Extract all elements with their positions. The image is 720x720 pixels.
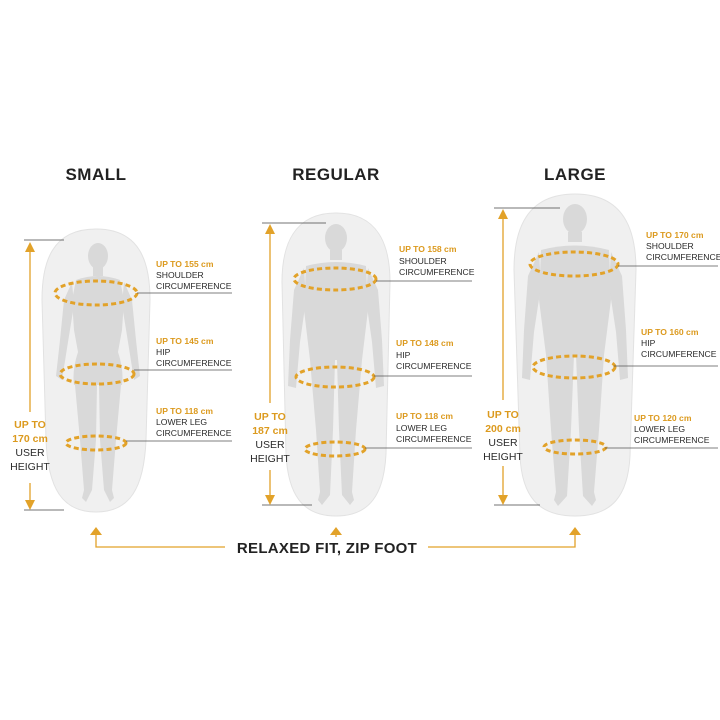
size-column-large: LARGE UP TO 200 cm USER HEIGHT UP TO 170… bbox=[483, 165, 720, 517]
silhouette-male-regular bbox=[288, 224, 384, 505]
hip-label-2-small: CIRCUMFERENCE bbox=[156, 358, 232, 368]
hip-ring-large bbox=[531, 354, 617, 380]
size-title-small: SMALL bbox=[65, 165, 126, 184]
hip-ring-regular bbox=[294, 365, 376, 389]
size-column-small: SMALL UP TO 170 cm USER HEIGHT UP TO 155… bbox=[10, 165, 232, 513]
shoulder-label-1-small: SHOULDER bbox=[156, 270, 204, 280]
height-arrow-down-small bbox=[25, 500, 35, 510]
hip-value-small: UP TO 145 cm bbox=[156, 336, 214, 346]
fit-label: RELAXED FIT, ZIP FOOT bbox=[237, 540, 417, 557]
height-arrow-up-large bbox=[498, 209, 508, 219]
shoulder-value-regular: UP TO 158 cm bbox=[399, 244, 457, 254]
height-label-4-small: HEIGHT bbox=[10, 461, 50, 473]
bracket-arrow-regular bbox=[330, 527, 342, 535]
height-label-3-small: USER bbox=[15, 447, 45, 459]
shoulder-value-large: UP TO 170 cm bbox=[646, 230, 704, 240]
hip-label-1-large: HIP bbox=[641, 338, 656, 348]
silhouette-male-large bbox=[522, 204, 628, 506]
height-arrow-down-large bbox=[498, 495, 508, 505]
hip-label-1-regular: HIP bbox=[396, 350, 411, 360]
height-label-2-small: 170 cm bbox=[12, 433, 48, 445]
bracket-left bbox=[95, 532, 225, 548]
fit-bracket: RELAXED FIT, ZIP FOOT bbox=[90, 527, 581, 557]
height-label-2-regular: 187 cm bbox=[252, 425, 288, 437]
leg-ring-regular bbox=[303, 440, 367, 458]
hip-value-regular: UP TO 148 cm bbox=[396, 338, 454, 348]
leg-label-2-small: CIRCUMFERENCE bbox=[156, 428, 232, 438]
height-label-3-regular: USER bbox=[255, 439, 285, 451]
height-label-3-large: USER bbox=[488, 437, 518, 449]
leg-label-1-regular: LOWER LEG bbox=[396, 423, 447, 433]
hip-label-2-regular: CIRCUMFERENCE bbox=[396, 361, 472, 371]
leg-label-1-small: LOWER LEG bbox=[156, 417, 207, 427]
hip-ring-small bbox=[58, 362, 136, 386]
height-label-2-large: 200 cm bbox=[485, 423, 521, 435]
bracket-arrow-large bbox=[569, 527, 581, 535]
height-label-4-large: HEIGHT bbox=[483, 451, 523, 463]
leg-value-regular: UP TO 118 cm bbox=[396, 411, 453, 421]
hip-label-2-large: CIRCUMFERENCE bbox=[641, 349, 717, 359]
height-label-4-regular: HEIGHT bbox=[250, 453, 290, 465]
size-title-regular: REGULAR bbox=[292, 165, 380, 184]
hip-value-large: UP TO 160 cm bbox=[641, 327, 699, 337]
shoulder-label-1-regular: SHOULDER bbox=[399, 256, 447, 266]
height-arrow-down-regular bbox=[265, 495, 275, 505]
bracket-right bbox=[428, 532, 576, 548]
leg-label-2-regular: CIRCUMFERENCE bbox=[396, 434, 472, 444]
height-label-1-regular: UP TO bbox=[254, 411, 286, 423]
height-arrow-up-small bbox=[25, 242, 35, 252]
shoulder-label-2-small: CIRCUMFERENCE bbox=[156, 281, 232, 291]
leg-value-large: UP TO 120 cm bbox=[634, 413, 692, 423]
shoulder-label-2-large: CIRCUMFERENCE bbox=[646, 252, 720, 262]
height-label-1-small: UP TO bbox=[14, 419, 46, 431]
leg-ring-small bbox=[64, 434, 128, 452]
shoulder-ring-regular bbox=[292, 266, 378, 292]
shoulder-ring-large bbox=[528, 250, 620, 278]
size-title-large: LARGE bbox=[544, 165, 606, 184]
shoulder-value-small: UP TO 155 cm bbox=[156, 259, 214, 269]
leg-value-small: UP TO 118 cm bbox=[156, 406, 213, 416]
leg-label-2-large: CIRCUMFERENCE bbox=[634, 435, 710, 445]
shoulder-label-1-large: SHOULDER bbox=[646, 241, 694, 251]
leg-label-1-large: LOWER LEG bbox=[634, 424, 685, 434]
leg-ring-large bbox=[542, 438, 608, 456]
hip-label-1-small: HIP bbox=[156, 347, 171, 357]
shoulder-label-2-regular: CIRCUMFERENCE bbox=[399, 267, 475, 277]
height-label-1-large: UP TO bbox=[487, 409, 519, 421]
size-column-regular: REGULAR UP TO 187 cm USER HEIGHT UP TO 1… bbox=[250, 165, 475, 517]
height-arrow-up-regular bbox=[265, 224, 275, 234]
bracket-arrow-small bbox=[90, 527, 102, 535]
